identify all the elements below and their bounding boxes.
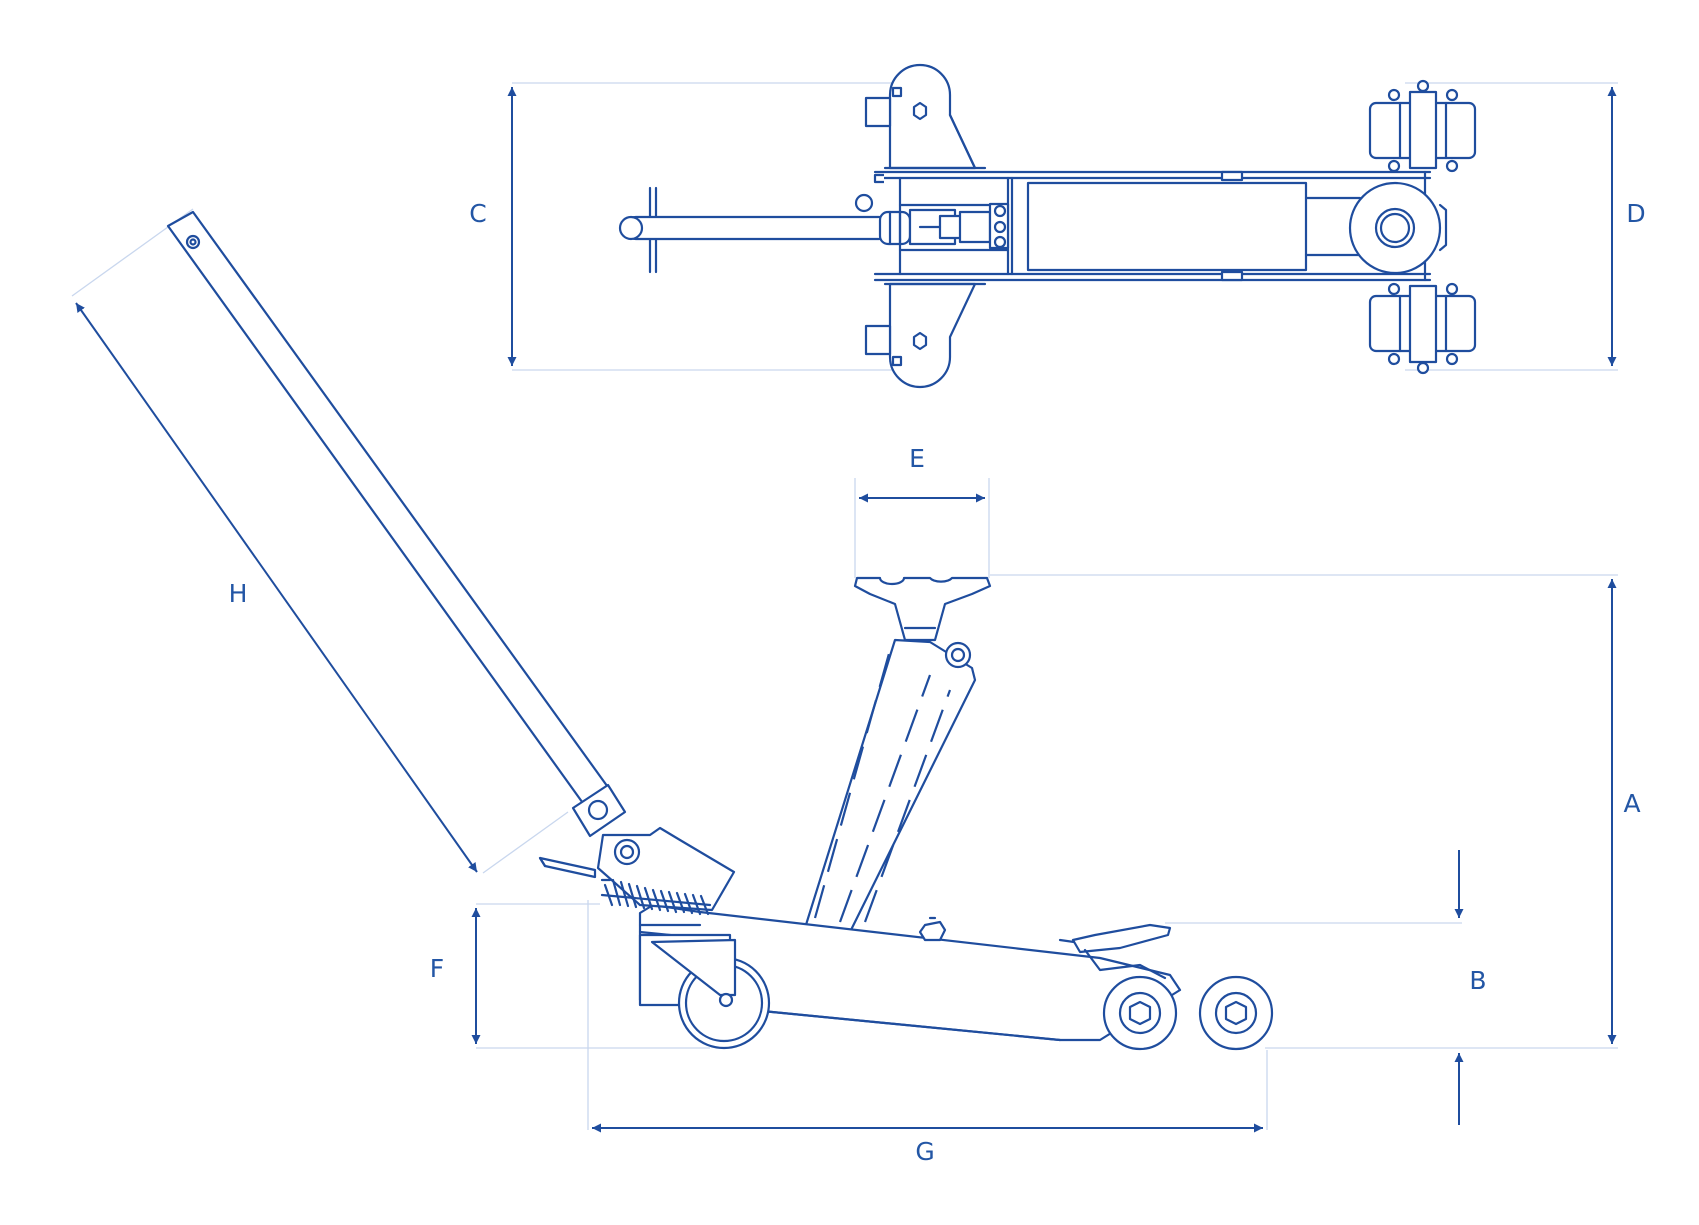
- handle-top: [618, 186, 912, 274]
- side-view: H E A B F G: [71, 208, 1641, 1166]
- saddle-top: [1348, 181, 1448, 275]
- front-wheel-side-front: [1198, 975, 1274, 1051]
- hex-nut-icon: [1224, 1000, 1248, 1026]
- dimension-h-label: H: [229, 579, 248, 608]
- hex-bolt-icon: [912, 101, 928, 121]
- front-wheel-side-rear: [1102, 975, 1178, 1051]
- return-spring-icon: [600, 878, 712, 916]
- hex-bolt-icon: [912, 331, 928, 351]
- dimension-e-label: E: [909, 444, 925, 473]
- dimension-g-label: G: [915, 1137, 934, 1166]
- lift-arm-side: [803, 576, 992, 934]
- dimension-f-label: F: [430, 954, 444, 983]
- front-wheel-top-upper: [1368, 79, 1477, 173]
- dimension-d-label: D: [1626, 199, 1645, 228]
- dimension-h-line: [75, 302, 478, 873]
- pedal-side: [1058, 923, 1172, 980]
- rear-caster-side: [638, 933, 771, 1050]
- handle-side: [166, 210, 627, 838]
- rear-plates-top: [864, 63, 987, 389]
- hex-nut-icon: [1128, 1000, 1152, 1026]
- dimension-c-label: C: [469, 199, 486, 228]
- chassis-top: [873, 170, 1432, 282]
- pump-unit-top: [898, 202, 1010, 252]
- pump-assembly-side: [538, 826, 736, 916]
- dimension-b-label: B: [1469, 966, 1486, 995]
- front-wheel-top-lower: [1368, 282, 1477, 375]
- extension-line-h-bottom: [482, 811, 569, 874]
- dimension-a-label: A: [1623, 789, 1640, 818]
- top-view: C D: [469, 63, 1646, 389]
